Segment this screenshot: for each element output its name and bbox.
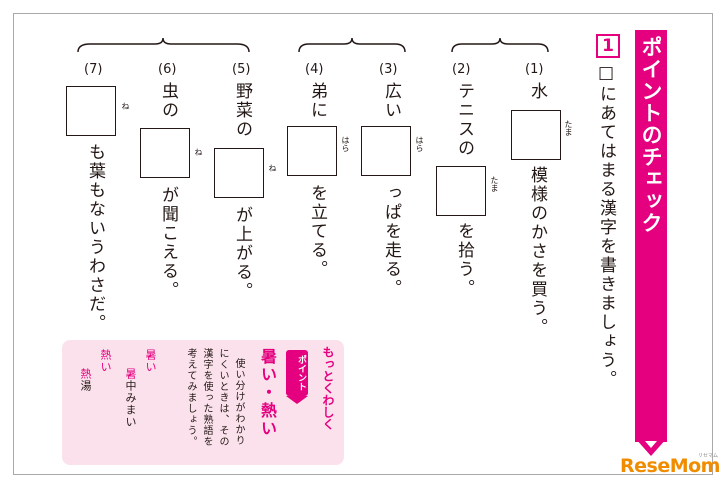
item-2-answer-box[interactable] [436,166,486,216]
item-6-furigana: ね [194,148,203,156]
item-4-before: 弟に [307,82,327,120]
item-2-furigana: たま [490,176,499,192]
item-1-before: 水 [527,82,547,101]
item-4-answer-box[interactable] [287,126,337,176]
item-7-after: も葉もないうわさだ。 [85,143,105,333]
item-7-number: (7) [84,62,103,77]
tip-title: 暑い・熱い [258,348,277,438]
item-1-after: 模様のかさを買う。 [527,166,547,337]
item-5-furigana: ね [268,164,277,172]
item-5-after: が上がる。 [232,206,252,301]
item-6-answer-box[interactable] [140,128,190,178]
item-6-number: (6) [158,62,177,77]
item-6-before: 虫の [158,82,178,120]
item-2-before: テニスの [454,82,474,158]
item-1-furigana: たま [564,120,573,136]
tip-badge-arrow [286,396,308,404]
item-7-furigana: ね [121,102,130,110]
question-instruction: □にあてはまる漢字を書きましょう。 [596,63,616,389]
tip-example-1-body: 暑中みまい [122,368,138,428]
tip-example-2-kanji: 熱 [79,368,92,380]
item-5-before: 野菜の [232,82,252,139]
item-2-number: (2) [452,62,471,77]
item-3-furigana: はら [415,136,424,152]
resemom-logo-sub: リセマム [698,453,719,459]
tip-body-line-1: 使い分けがわかり [233,358,244,446]
tip-example-2-head: 熱い [99,349,112,373]
item-7-answer-box[interactable] [66,86,116,136]
item-3-before: 広い [381,82,401,120]
section-banner [635,30,667,442]
tip-example-1-rest: 中みまい [124,380,137,428]
tip-body-line-3: 漢字を使った熟語を [201,348,212,447]
item-4-number: (4) [305,62,324,77]
brace-group-2 [298,37,406,53]
tip-badge-motto: もっとくわしく [321,346,335,430]
tip-example-1-kanji: 暑 [124,368,137,380]
item-5-answer-box[interactable] [214,148,264,198]
question-number: 1 [596,34,620,58]
item-6-after: が聞こえる。 [158,186,178,300]
tip-body-line-2: にくいときは、その [217,348,228,447]
item-3-answer-box[interactable] [361,126,411,176]
banner-title: ポイントのチェック [639,36,663,234]
tip-example-1-head: 暑い [144,349,157,373]
brace-group-3 [77,37,250,53]
item-2-after: を拾う。 [454,222,474,298]
resemom-logo: ReseMom [620,455,720,477]
item-3-number: (3) [379,62,398,77]
tip-badge-point: ポイント [286,350,308,396]
brace-group-1 [451,37,549,53]
item-5-number: (5) [232,62,251,77]
item-1-number: (1) [525,62,544,77]
item-1-answer-box[interactable] [511,110,561,160]
tip-body-line-4: 考えてみましょう。 [185,348,196,447]
item-3-after: っぱを走る。 [381,184,401,298]
banner-arrow-inner [645,441,657,448]
tip-example-2-rest: 湯 [79,380,92,392]
item-4-after: を立てる。 [307,184,327,279]
item-4-furigana: はら [341,136,350,152]
tip-example-2-body: 熱湯 [77,368,93,392]
